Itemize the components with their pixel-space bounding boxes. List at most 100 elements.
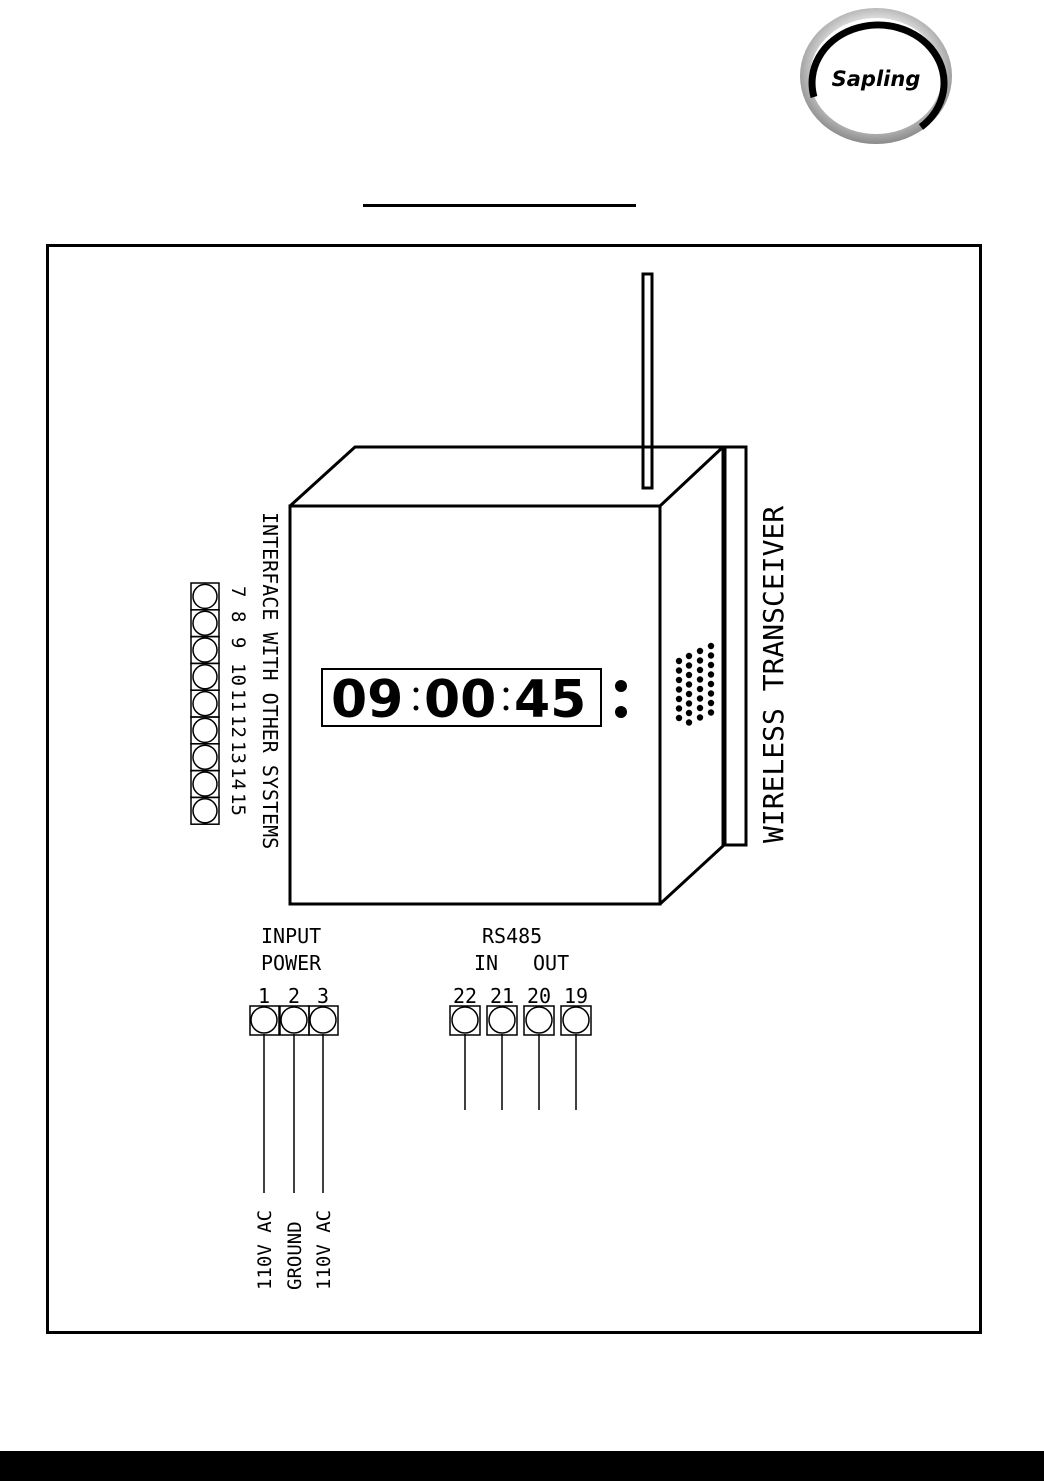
interface-terminal-number: 10 [227,663,249,686]
rs485-terminal-block: 22 21 20 19 [450,984,591,1110]
speaker-hole [686,700,692,706]
terminal-screw [193,772,217,796]
speaker-hole [697,667,703,673]
interface-terminal [191,637,219,664]
terminal-screw [452,1007,478,1033]
interface-terminal-block [191,583,219,824]
clock-minutes: 00 [424,670,496,730]
transceiver-label: WIRELESS TRANSCEIVER [757,506,790,843]
speaker-hole [676,715,682,721]
interface-terminal [191,610,219,637]
interface-terminal-number: 12 [227,715,249,738]
input-power-label-line1: INPUT [261,924,321,948]
interface-terminal [191,717,219,744]
clock-colon-dot [504,688,509,693]
terminal-screw [193,638,217,662]
speaker-hole [708,690,714,696]
speaker-hole [708,643,714,649]
rs485-terminal [450,1006,480,1035]
rs485-out-label: OUT [533,951,569,975]
terminal-screw [310,1007,336,1033]
interface-terminal-number: 15 [227,793,249,816]
indicator-dot [615,680,627,692]
interface-terminal-number: 14 [227,767,249,790]
speaker-hole [686,672,692,678]
speaker-hole [676,705,682,711]
power-terminal-number: 2 [288,984,300,1008]
interface-terminal [191,797,219,824]
clock-colon-dot [414,706,419,711]
rs485-label: RS485 [482,924,542,948]
speaker-hole [697,714,703,720]
terminal-screw [281,1007,307,1033]
speaker-hole [676,696,682,702]
speaker-hole [708,671,714,677]
terminal-screw [489,1007,515,1033]
speaker-hole [676,658,682,664]
power-wire-label: 110V AC [313,1210,335,1290]
speaker-hole [676,686,682,692]
interface-terminal [191,744,219,771]
terminal-screw [251,1007,277,1033]
input-power-label-line2: POWER [261,951,322,975]
power-terminal-number: 1 [258,984,270,1008]
interface-terminal-number: 13 [227,741,249,764]
terminal-screw [193,692,217,716]
antenna [643,274,652,488]
interface-terminal [191,663,219,690]
speaker-hole [697,686,703,692]
speaker-hole [697,648,703,654]
speaker-hole [686,662,692,668]
rs485-terminal-number: 20 [527,984,551,1008]
speaker-hole [697,657,703,663]
speaker-hole [676,667,682,673]
speaker-hole [686,691,692,697]
footer-bar [0,1451,1044,1481]
speaker-hole [686,681,692,687]
terminal-screw [193,799,217,823]
terminal-screw [526,1007,552,1033]
transceiver-module [725,447,746,845]
indicator-dot [615,706,627,718]
terminal-screw [193,718,217,742]
interface-terminal [191,771,219,798]
terminal-screw [193,584,217,608]
power-terminal-number: 3 [317,984,329,1008]
speaker-hole [697,705,703,711]
rs485-terminal [487,1006,517,1035]
terminal-screw [193,745,217,769]
clock-colon-dot [504,706,509,711]
rs485-terminal-number: 21 [490,984,514,1008]
interface-terminal-number: 7 [227,586,249,597]
speaker-hole [708,700,714,706]
interface-terminal-number: 11 [227,689,249,712]
clock-display: 09 00 45 [331,670,586,730]
rs485-terminal-number: 19 [564,984,588,1008]
terminal-screw [193,665,217,689]
speaker-hole [697,695,703,701]
power-wire-label: GROUND [284,1221,306,1290]
clock-hours: 09 [331,670,403,730]
speaker-hole [686,653,692,659]
power-wire-label: 110V AC [254,1210,276,1290]
speaker-hole [686,710,692,716]
box-top-face [290,447,723,506]
terminal-screw [563,1007,589,1033]
interface-terminal-number: 8 [227,611,249,622]
speaker-hole [708,652,714,658]
terminal-screw [193,611,217,635]
interface-terminal-number: 9 [227,637,249,648]
speaker-grille [676,643,714,726]
rs485-terminal-number: 22 [453,984,477,1008]
speaker-hole [708,709,714,715]
rs485-in-label: IN [474,951,498,975]
speaker-hole [697,676,703,682]
rs485-terminal [561,1006,591,1035]
speaker-hole [708,681,714,687]
speaker-hole [676,677,682,683]
interface-terminal-numbers: 7 8 9 10 11 12 13 14 15 [227,586,249,816]
speaker-hole [686,719,692,725]
clock-seconds: 45 [514,670,586,730]
